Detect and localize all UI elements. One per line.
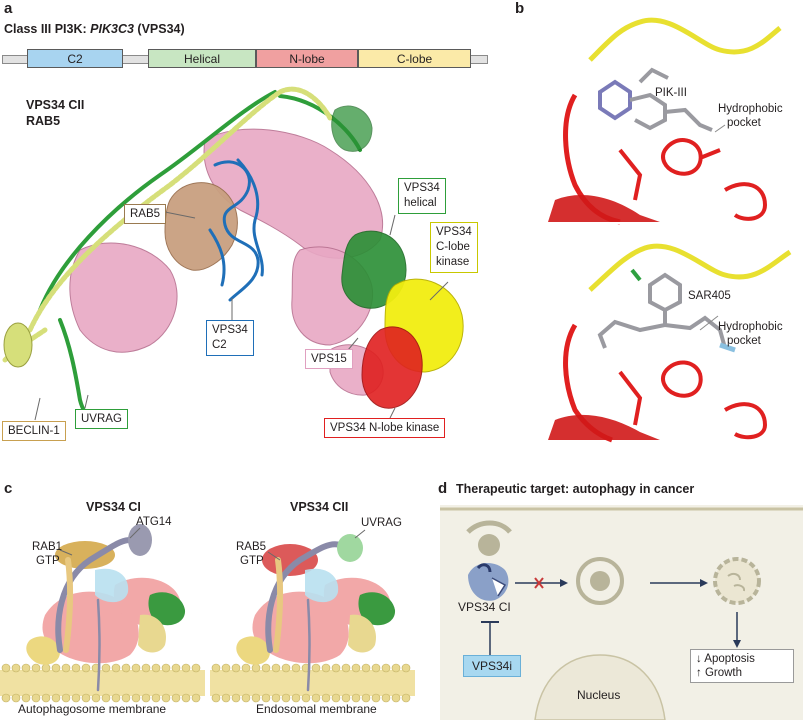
vps34-nlobe-structure [361, 326, 423, 409]
label-pik-iii: PIK-III [655, 87, 687, 99]
autolysosome [713, 557, 761, 605]
label-vps34-c2-line2: C2 [212, 339, 227, 351]
bottom-pocket-residues [618, 360, 768, 440]
membrane-left-heads [1, 663, 201, 703]
domain-helical: Helical [148, 49, 256, 68]
membrane-right-heads [211, 663, 411, 703]
panel-b-letter: b [515, 0, 525, 17]
panel-c-letter: c [4, 480, 13, 497]
panel-c-left-title: VPS34 CI [86, 500, 141, 514]
top-pocket-residues [618, 138, 768, 221]
beclin1-helix [3, 322, 33, 368]
vps34-c2-structure [208, 158, 264, 302]
label-rab5-gtp: GTP [240, 555, 264, 567]
label-rab1: RAB1 [32, 541, 63, 553]
domain-c2: C2 [27, 49, 123, 68]
uvrag-path [265, 541, 343, 692]
panel-b-bottom-view [548, 243, 792, 443]
atg14-path [55, 537, 133, 692]
phagophore [466, 520, 512, 556]
label-atg14: ATG14 [136, 516, 172, 528]
label-sar405: SAR405 [688, 290, 731, 302]
label-vps34-clobe-line2: C-lobe [436, 241, 470, 253]
label-uvrag-c: UVRAG [361, 517, 402, 529]
block-x-mark [534, 577, 544, 589]
label-vps34-ci: VPS34 CI [458, 600, 511, 614]
panel-c-right-title: VPS34 CII [290, 500, 349, 514]
panel-a-letter: a [4, 0, 13, 17]
label-vps34-clobe-line3: kinase [436, 256, 470, 268]
arrow-head-outcome [733, 640, 741, 648]
panel-d-letter: d [438, 480, 448, 497]
label-vps34-helical-line2: helical [404, 197, 437, 209]
label-top-pocket-line1: Hydrophobic [718, 103, 783, 115]
label-vps34-helical-line1: VPS34 [404, 182, 440, 194]
panel-a-title-suffix: (VPS34) [133, 22, 185, 36]
outcome-box: ↓ Apoptosis ↑ Growth [690, 649, 794, 683]
label-vps34-c2: VPS34 C2 [206, 320, 254, 356]
label-rab5-c: RAB5 [236, 541, 267, 553]
label-vps34-nlobe: VPS34 N-lobe kinase [324, 418, 446, 438]
panel-a-callouts [34, 211, 449, 421]
panel-a-title-gene: PIK3C3 [90, 22, 134, 36]
domain-nlobe: N-lobe [256, 49, 358, 68]
label-rab1-gtp: GTP [36, 555, 60, 567]
label-vps34-helical: VPS34 helical [398, 178, 446, 214]
vps34-helical-structure [331, 105, 407, 309]
label-bottom-pocket-line2: pocket [727, 335, 761, 347]
label-bottom-pocket-line1: Hydrophobic [718, 321, 783, 333]
panel-d-title: Therapeutic target: autophagy in cancer [456, 482, 695, 496]
complex-cii [210, 534, 415, 703]
label-vps34-clobe: VPS34 C-lobe kinase [430, 222, 478, 273]
panel-a-title: Class III PI3K: PIK3C3 (VPS34) [4, 22, 185, 36]
pik-iii-molecule [598, 67, 713, 132]
panel-a-title-prefix: Class III PI3K: [4, 22, 91, 36]
outcome-growth: ↑ Growth [696, 667, 743, 679]
label-beclin1: BECLIN-1 [2, 421, 66, 441]
sar405-molecule [597, 268, 736, 353]
vps34i-box: VPS34i [463, 655, 521, 677]
blocked-arrow-head [560, 579, 568, 587]
label-endosomal-membrane: Endosomal membrane [256, 702, 377, 716]
label-uvrag: UVRAG [75, 409, 128, 429]
label-nucleus: Nucleus [577, 688, 621, 702]
label-vps15: VPS15 [305, 349, 353, 369]
complex-rab: RAB5 [26, 114, 61, 128]
panel-b-top-view [548, 0, 803, 225]
nucleus-shape [534, 654, 666, 720]
label-top-pocket-line2: pocket [727, 117, 761, 129]
vps34-ci-icon [468, 563, 509, 601]
outcome-apoptosis: ↓ Apoptosis [696, 653, 755, 665]
complex-name: VPS34 CII [26, 98, 85, 112]
label-vps34-clobe-line1: VPS34 [436, 226, 472, 238]
domain-clobe: C-lobe [358, 49, 471, 68]
label-rab5: RAB5 [124, 204, 167, 224]
arrow-head-autolysosome [700, 579, 708, 587]
label-vps34-c2-line1: VPS34 [212, 324, 248, 336]
label-autophagosome-membrane: Autophagosome membrane [18, 702, 167, 716]
complex-ci [0, 524, 205, 703]
autophagosome [576, 557, 624, 605]
